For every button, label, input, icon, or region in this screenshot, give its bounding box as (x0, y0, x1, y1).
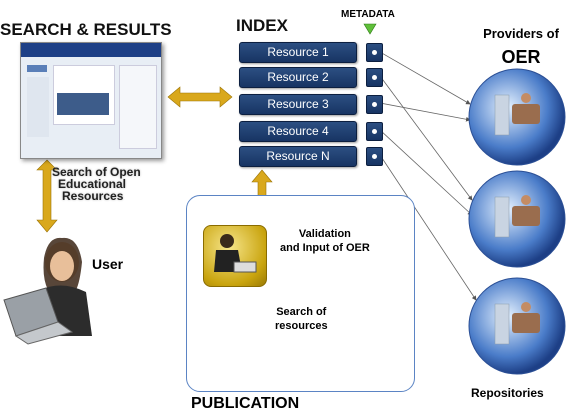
metadata-label: METADATA (341, 9, 395, 20)
publication-box (186, 195, 415, 392)
arrow-resource-4 (379, 129, 473, 216)
arrow-resource-2 (379, 75, 473, 201)
gold-arrow-search-index (167, 86, 233, 108)
arrow-resource-n (379, 154, 477, 301)
metadata-box-1 (366, 43, 383, 62)
user-label: User (92, 256, 124, 272)
user-icon (3, 237, 92, 345)
oer-label: OER (501, 47, 541, 67)
publication-label: PUBLICATION (191, 395, 300, 412)
resource-n: Resource N (239, 146, 357, 167)
repositories-label: Repositories (471, 386, 544, 400)
metadata-marker-icon (363, 23, 377, 35)
repository-globe-icon-1 (468, 68, 566, 166)
search-results-title: SEARCH & RESULTS (0, 20, 172, 39)
arrow-resource-1 (379, 51, 471, 105)
metadata-box-3 (366, 95, 383, 114)
gold-arrow-user-search (36, 159, 58, 233)
index-title: INDEX (236, 16, 288, 35)
resource-1: Resource 1 (239, 42, 357, 63)
metadata-box-n (366, 147, 383, 166)
validation-icon (203, 225, 267, 287)
providers-label: Providers of (483, 26, 559, 41)
search-oer-caption: Search of Open Educational Resources (52, 165, 141, 203)
search-of-resources-label: Search of resources (275, 306, 328, 332)
search-results-screenshot (20, 42, 162, 159)
metadata-box-2 (366, 68, 383, 87)
validation-label: Validation and Input of OER (280, 228, 370, 254)
arrow-resource-3 (379, 102, 471, 122)
resource-2: Resource 2 (239, 67, 357, 88)
metadata-box-4 (366, 122, 383, 141)
repository-globe-icon-3 (468, 277, 566, 375)
resource-4: Resource 4 (239, 121, 357, 142)
resource-3: Resource 3 (239, 94, 357, 115)
metadata-to-repository-arrows (379, 51, 477, 301)
repository-globe-icon-2 (468, 170, 566, 268)
